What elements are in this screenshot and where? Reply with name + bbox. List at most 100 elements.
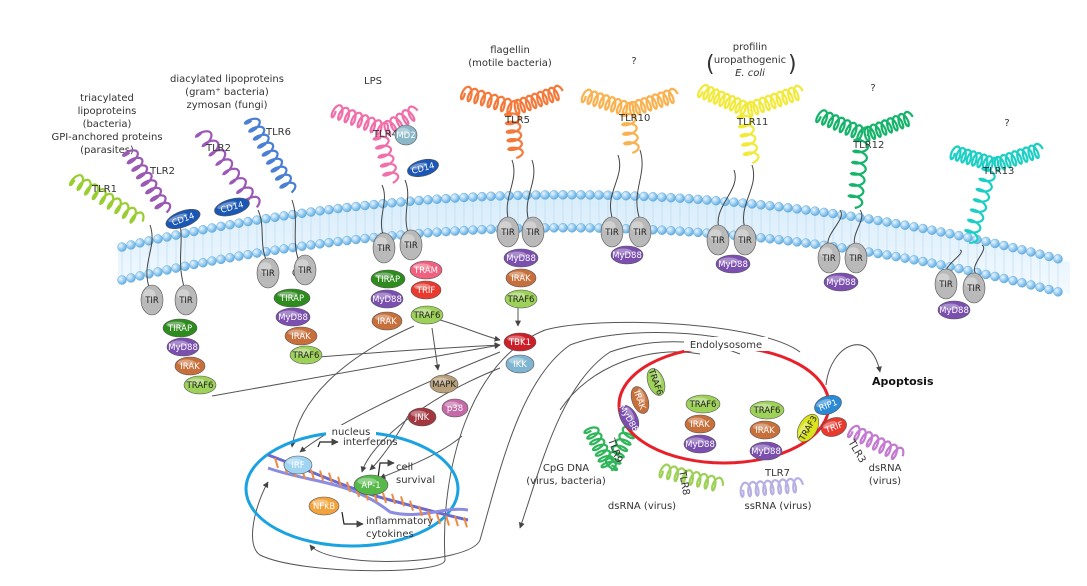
md2-label: MD2 (396, 131, 415, 141)
ligand-tlr12: ? (870, 83, 875, 94)
myd88-11: MyD88 (715, 254, 751, 274)
traf6-e2: TRAF6 (685, 394, 721, 414)
traf6-5-label: TRAF6 (507, 295, 535, 305)
tir-tlr6-label: TIR (297, 266, 312, 276)
irak-2-label: IRAK (291, 332, 311, 342)
myd88-1-label: MyD88 (168, 343, 198, 353)
arrow-traf6-to-tbk1-b (305, 342, 501, 359)
coil-tlr4-a (330, 104, 390, 137)
coil-tlr12-b (863, 110, 914, 143)
myd88-10-label: MyD88 (612, 251, 642, 261)
coil-tlr7 (739, 477, 805, 499)
ligand-tlr8: dsRNA (virus) (608, 501, 676, 512)
tir-tlr5-b-label: TIR (525, 228, 540, 238)
ligand-tlr2-6-line3: zymosan (fungi) (186, 100, 267, 111)
tir-tlr10-a: TIR (600, 216, 624, 248)
label-tlr4: TLR4 (372, 129, 398, 140)
myd88-5: MyD88 (503, 248, 539, 268)
ligand-tlr5-line2: (motile bacteria) (468, 58, 552, 69)
myd88-13: MyD88 (937, 300, 971, 320)
ligand-tlr2-6-line2: (gram⁺ bacteria) (185, 87, 269, 98)
tir-tlr12-a-label: TIR (821, 254, 836, 264)
tir-tlr10-a-label: TIR (604, 228, 619, 238)
myd88-3: MyD88 (370, 289, 404, 309)
tir-tlr11-b-label: TIR (737, 236, 752, 246)
ligand-tlr3-line1: dsRNA (869, 463, 902, 474)
myd88-13-label: MyD88 (939, 306, 969, 316)
myd88-10: MyD88 (610, 245, 644, 265)
tirap-3: TIRAP (370, 269, 406, 289)
myd88-e2: MyD88 (683, 434, 717, 454)
myd88-e1: MyD88 (616, 403, 640, 434)
arrow-to-irf (289, 325, 415, 448)
ikk-label: IKK (513, 360, 527, 370)
myd88-11-label: MyD88 (718, 260, 748, 270)
ligand-tlr10: ? (631, 56, 636, 67)
label-tlr8: TLR8 (676, 469, 691, 497)
tir-tlr4-a-label: TIR (376, 244, 391, 254)
ligand-tlr2-6-line1: diacylated lipoproteins (170, 74, 284, 85)
ligand-tlr9-line1: CpG DNA (543, 463, 589, 474)
paren-right: ) (788, 52, 797, 77)
endosomal-ligands: CpG DNA (virus, bacteria) dsRNA (virus) … (526, 463, 901, 512)
ap1-label: AP-1 (361, 481, 380, 491)
cd14-1: CD14 (165, 208, 201, 230)
irak-e1: IRAK (630, 386, 650, 414)
tir-tlr1-label: TIR (144, 296, 159, 306)
tir-tlr11-b: TIR (733, 224, 757, 256)
tirap-1-label: TIRAP (167, 324, 192, 334)
coil-tlr3 (846, 424, 905, 461)
irak-1: IRAK (174, 356, 206, 376)
label-tlr2-b: TLR2 (205, 143, 231, 154)
coil-tlr6 (243, 117, 297, 194)
coil-tlr11-stem (736, 114, 760, 164)
myd88-3-label: MyD88 (372, 295, 402, 305)
trif-label: TRIF (416, 286, 436, 296)
tir-tlr4-b: TIR (399, 229, 423, 261)
tir-tlr5-a-label: TIR (500, 228, 515, 238)
output-apoptosis: Apoptosis (872, 375, 934, 388)
label-tlr12: TLR12 (852, 140, 884, 151)
tir-tlr12-b: TIR (844, 242, 868, 274)
myd88-e3-label: MyD88 (751, 447, 781, 457)
label-tlr13: TLR13 (982, 166, 1014, 177)
myd88-2: MyD88 (275, 307, 311, 327)
nucleus: nucleus interferons cell survival inflam… (244, 425, 469, 548)
tir-tlr13-a-label: TIR (938, 280, 953, 290)
coil-tlr11-b (746, 84, 804, 118)
ligand-tlr13: ? (1004, 118, 1009, 129)
myd88-e2-label: MyD88 (685, 440, 715, 450)
coil-tlr8 (658, 463, 724, 492)
p38-label: p38 (447, 404, 463, 414)
ligand-tlr11-line3: E. coli (735, 68, 765, 79)
tir-tlr1: TIR (140, 284, 164, 316)
arrow-ikk-to-nfkb (360, 367, 501, 473)
tir-tlr2-b: TIR (256, 257, 280, 289)
md2: MD2 (394, 124, 418, 146)
coil-tlr5-stem (503, 112, 524, 160)
myd88-12: MyD88 (823, 272, 859, 292)
ap1: AP-1 (353, 474, 389, 496)
endolysosome-label: Endolysosome (690, 340, 762, 351)
cell-membrane (117, 190, 1070, 297)
p38: p38 (441, 398, 469, 418)
ligand-tlr5-line1: flagellin (490, 45, 530, 56)
jnk: JNK (407, 407, 437, 427)
traf6-1: TRAF6 (183, 375, 217, 395)
irak-3-label: IRAK (377, 317, 397, 327)
myd88-5-label: MyD88 (506, 254, 536, 264)
arrow-to-apoptosis (825, 344, 882, 386)
arrow-endo-to-nucleus-a (252, 321, 801, 572)
traf6-2: TRAF6 (289, 345, 323, 365)
coil-tlr4-stem (372, 135, 400, 184)
tir-tlr13-a: TIR (934, 268, 958, 300)
coil-tlr10-a (580, 88, 635, 117)
tir-tlr4-b-label: TIR (403, 241, 418, 251)
coil-tlr12-stem (847, 138, 870, 210)
traf6-e3: TRAF6 (749, 400, 785, 420)
arrow-p38-to-ap1 (379, 435, 463, 479)
irak-1-label: IRAK (180, 362, 200, 372)
